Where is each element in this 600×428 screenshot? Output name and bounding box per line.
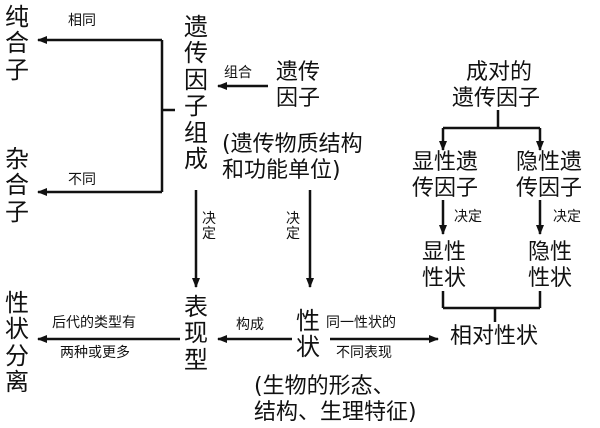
gene-composition-label: 遗传因子组成 (184, 13, 208, 173)
paired-genes-line2: 遗传因子 (452, 86, 541, 111)
trait-note-line2: 结构、生理特征) (254, 400, 417, 425)
dominant-trait-line1: 显性 (422, 240, 467, 265)
decide-label-right: 决定 (286, 211, 300, 242)
relative-trait-label: 相对性状 (450, 324, 539, 349)
offspring-label-line1: 后代的类型有 (52, 315, 136, 331)
same-trait-label: 同一性状的 (326, 315, 396, 331)
trait-label: 性状 (296, 307, 320, 362)
dominant-trait-line2: 性状 (422, 266, 467, 291)
phenotype-label: 表现型 (184, 293, 208, 374)
dominant-decide-label: 决定 (454, 209, 482, 225)
trait-note-line1: (生物的形态、 (254, 374, 395, 399)
gene-note-line1: (遗传物质结构 (222, 132, 363, 157)
same-label: 相同 (68, 13, 96, 29)
combine-label: 组合 (224, 65, 252, 81)
hybrid-label: 杂合子 (5, 145, 29, 226)
recessive-gene-line1: 隐性遗 (516, 150, 583, 175)
compose-label: 构成 (236, 317, 264, 333)
gene-label-line1: 遗传 (276, 60, 321, 85)
pure-line-label: 纯合子 (5, 3, 29, 84)
recessive-trait-line2: 性状 (528, 266, 573, 291)
dominant-gene-line2: 传因子 (412, 176, 479, 201)
recessive-trait-line1: 隐性 (528, 240, 573, 265)
different-label: 不同 (68, 172, 96, 188)
dominant-gene-line1: 显性遗 (412, 150, 479, 175)
paired-genes-line1: 成对的 (466, 60, 533, 85)
gene-note-line2: 和功能单位) (222, 158, 341, 183)
gene-label-line2: 因子 (276, 86, 321, 111)
trait-separation-label: 性状分离 (5, 289, 29, 397)
offspring-label-line2: 两种或更多 (60, 345, 130, 361)
recessive-gene-line2: 传因子 (516, 176, 583, 201)
recessive-decide-label: 决定 (553, 209, 581, 225)
decide-label-left: 决定 (202, 211, 216, 242)
different-expression-label: 不同表现 (336, 345, 392, 361)
